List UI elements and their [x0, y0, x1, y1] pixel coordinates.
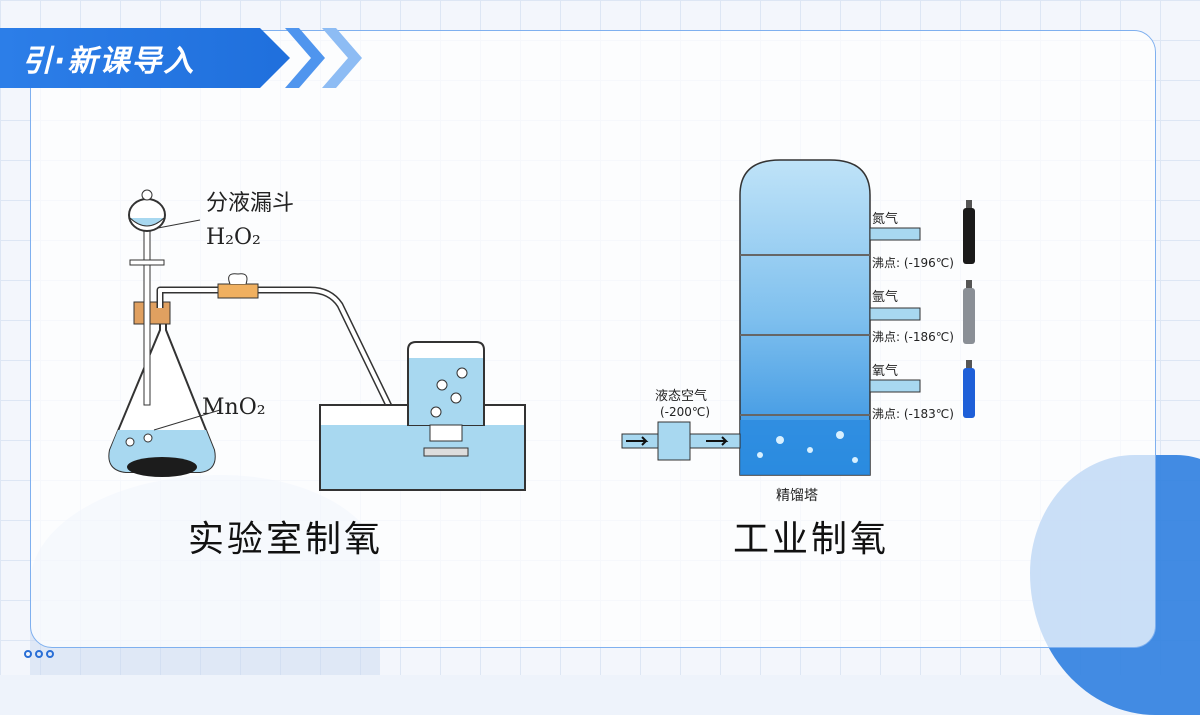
gas-boiling-nitrogen: 沸点: (-196℃) — [872, 256, 954, 270]
mno2-powder — [127, 457, 197, 477]
label-liquid-air: 液态空气 — [655, 389, 708, 404]
gas-name-argon: 氩气 — [872, 290, 899, 305]
label-separatory-funnel: 分液漏斗 — [206, 191, 295, 216]
lab-oxygen-apparatus — [108, 189, 526, 491]
heat-exchanger — [657, 421, 691, 461]
stopcock — [129, 259, 165, 266]
gas-name-oxygen: 氧气 — [872, 364, 899, 379]
outlet-nitrogen — [869, 227, 921, 241]
nitrogen-cylinder — [963, 208, 975, 264]
funnel-stem — [143, 219, 151, 406]
distillation-tower-diagram — [621, 159, 975, 476]
gas-boiling-oxygen: 沸点: (-183℃) — [872, 407, 954, 421]
caption-lab-oxygen: 实验室制氧 — [188, 519, 384, 560]
caption-industrial-oxygen: 工业制氧 — [733, 519, 890, 560]
arrow-icon — [626, 436, 649, 446]
oxygen-cylinder — [963, 368, 975, 418]
distillation-tower — [739, 159, 871, 476]
page-title: 引·新课导入 — [22, 44, 196, 79]
rubber-stopper — [133, 301, 171, 325]
argon-cylinder — [963, 288, 975, 344]
tube-clamp — [217, 283, 259, 299]
chevron-decoration-2 — [322, 28, 362, 88]
chevron-decoration-1 — [285, 28, 325, 88]
outlet-oxygen — [869, 379, 921, 393]
page-dots-icon — [24, 650, 54, 658]
title-banner: 引·新课导入 — [0, 28, 290, 88]
arrow-icon — [706, 436, 729, 446]
gas-name-nitrogen: 氮气 — [872, 212, 899, 227]
label-liquid-air-temp: (-200℃) — [660, 405, 711, 419]
label-distillation-tower: 精馏塔 — [776, 488, 818, 504]
gas-boiling-argon: 沸点: (-186℃) — [872, 330, 954, 344]
label-h2o2: H₂O₂ — [206, 225, 261, 250]
trough-water — [321, 425, 524, 489]
label-mno2: MnO₂ — [202, 395, 266, 420]
bottle-shelf — [423, 447, 469, 457]
outlet-argon — [869, 307, 921, 321]
